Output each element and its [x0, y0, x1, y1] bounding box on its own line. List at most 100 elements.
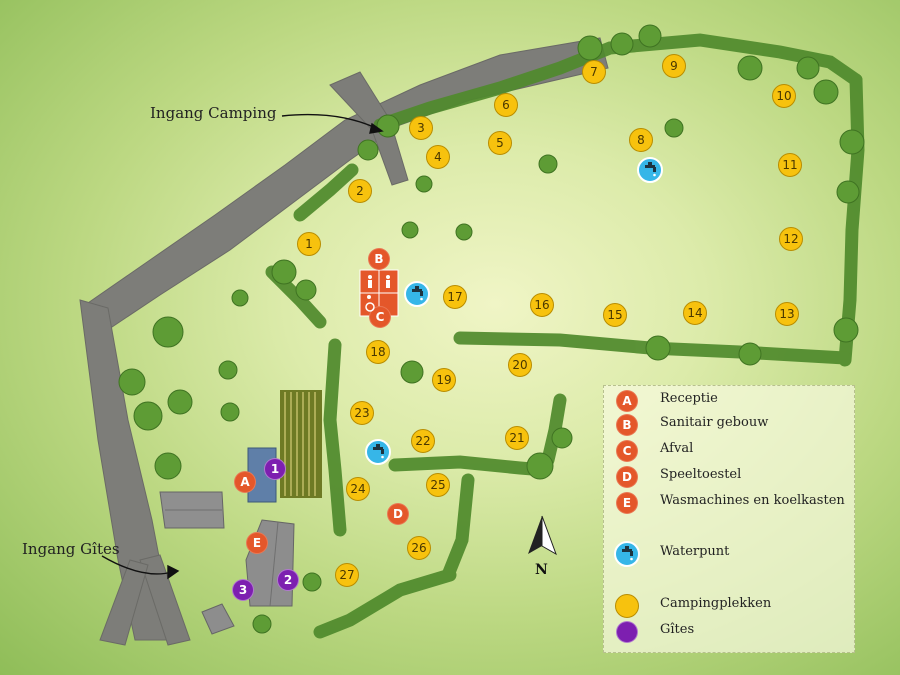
- tree: [538, 154, 558, 174]
- tree: [551, 427, 573, 449]
- tree: [610, 32, 634, 56]
- water-tap-icon[interactable]: [404, 281, 430, 307]
- tree: [295, 279, 317, 301]
- water-tap-icon[interactable]: [637, 157, 663, 183]
- tree: [737, 55, 763, 81]
- tree: [526, 452, 554, 480]
- small-building: [201, 603, 235, 635]
- facility-a-reception[interactable]: A: [234, 471, 256, 493]
- tree: [154, 452, 182, 480]
- legend-marker: [616, 621, 638, 643]
- tree: [302, 572, 322, 592]
- pitch-18[interactable]: 18: [366, 340, 390, 364]
- pitch-10[interactable]: 10: [772, 84, 796, 108]
- tree: [167, 389, 193, 415]
- gites-road-left: [99, 559, 149, 646]
- facility-b-sanitary[interactable]: B: [368, 248, 390, 270]
- tree: [645, 335, 671, 361]
- pitch-12[interactable]: 12: [779, 227, 803, 251]
- tree: [738, 342, 762, 366]
- pitch-24[interactable]: 24: [346, 477, 370, 501]
- field: [280, 390, 322, 498]
- tree: [152, 316, 184, 348]
- water-tap-icon: [614, 541, 640, 567]
- tree: [839, 129, 865, 155]
- legend-text: Speeltoestel: [660, 467, 742, 482]
- tree: [638, 24, 662, 48]
- tree: [415, 175, 433, 193]
- tree: [455, 223, 473, 241]
- tree: [252, 614, 272, 634]
- entrance-camping-label: Ingang Camping: [150, 104, 277, 122]
- pitch-25[interactable]: 25: [426, 473, 450, 497]
- pitch-2[interactable]: 2: [348, 179, 372, 203]
- tree: [833, 317, 859, 343]
- tree: [813, 79, 839, 105]
- gite-1[interactable]: 1: [264, 458, 286, 480]
- south-hedge: [313, 568, 457, 639]
- tree: [836, 180, 860, 204]
- pitch-19[interactable]: 19: [432, 368, 456, 392]
- legend-marker: A: [616, 390, 638, 412]
- pitch-7[interactable]: 7: [582, 60, 606, 84]
- central-hedge: [323, 338, 347, 537]
- tree: [271, 259, 297, 285]
- tree: [118, 368, 146, 396]
- entrance-gites-label: Ingang Gîtes: [22, 540, 120, 558]
- facility-d-playground[interactable]: D: [387, 503, 409, 525]
- pitch-13[interactable]: 13: [775, 302, 799, 326]
- tree: [376, 114, 400, 138]
- pitch-6[interactable]: 6: [494, 93, 518, 117]
- legend: A Receptie B Sanitair gebouw C Afval D S…: [603, 385, 855, 653]
- legend-marker: C: [616, 440, 638, 462]
- legend-text: Sanitair gebouw: [660, 415, 769, 430]
- legend-text: Wasmachines en koelkasten: [660, 493, 845, 508]
- north-label: N: [535, 562, 548, 578]
- pitch-9[interactable]: 9: [662, 54, 686, 78]
- pitch-15[interactable]: 15: [603, 303, 627, 327]
- legend-marker: E: [616, 492, 638, 514]
- legend-marker: B: [616, 414, 638, 436]
- middle-hedge: [388, 455, 552, 477]
- pitch-26[interactable]: 26: [407, 536, 431, 560]
- pitch-8[interactable]: 8: [629, 128, 653, 152]
- tree: [133, 401, 163, 431]
- pitch-27[interactable]: 27: [335, 563, 359, 587]
- tree: [796, 56, 820, 80]
- gites-entrance-arrow: [101, 555, 173, 575]
- pitch-5[interactable]: 5: [488, 131, 512, 155]
- pitch-3[interactable]: 3: [409, 116, 433, 140]
- gite-2[interactable]: 2: [277, 569, 299, 591]
- tree: [357, 139, 379, 161]
- pitch-17[interactable]: 17: [443, 285, 467, 309]
- legend-marker: [615, 594, 639, 618]
- wheelchair-icon: [365, 295, 375, 312]
- water-tap-icon[interactable]: [365, 439, 391, 465]
- east-inner-hedge: [541, 393, 567, 467]
- pitch-22[interactable]: 22: [411, 429, 435, 453]
- gites-road-branch: [139, 554, 191, 646]
- legend-text: Waterpunt: [660, 544, 730, 559]
- facility-e-laundry[interactable]: E: [246, 532, 268, 554]
- tree: [220, 402, 240, 422]
- pitch-20[interactable]: 20: [508, 353, 532, 377]
- pitch-16[interactable]: 16: [530, 293, 554, 317]
- tree: [401, 221, 419, 239]
- pitch-21[interactable]: 21: [505, 426, 529, 450]
- entrance-hedge: [293, 163, 359, 222]
- pitch-11[interactable]: 11: [778, 153, 802, 177]
- legend-text: Afval: [660, 441, 694, 456]
- tree: [664, 118, 684, 138]
- pitch-14[interactable]: 14: [683, 301, 707, 325]
- legend-text: Campingplekken: [660, 596, 772, 611]
- inner-hedge: [441, 473, 475, 582]
- pitch-4[interactable]: 4: [426, 145, 450, 169]
- tree: [577, 35, 603, 61]
- gite-3[interactable]: 3: [232, 579, 254, 601]
- pitch-23[interactable]: 23: [350, 401, 374, 425]
- toilet-icon: [368, 275, 390, 288]
- pitch-1[interactable]: 1: [297, 232, 321, 256]
- facility-c-waste[interactable]: C: [369, 306, 391, 328]
